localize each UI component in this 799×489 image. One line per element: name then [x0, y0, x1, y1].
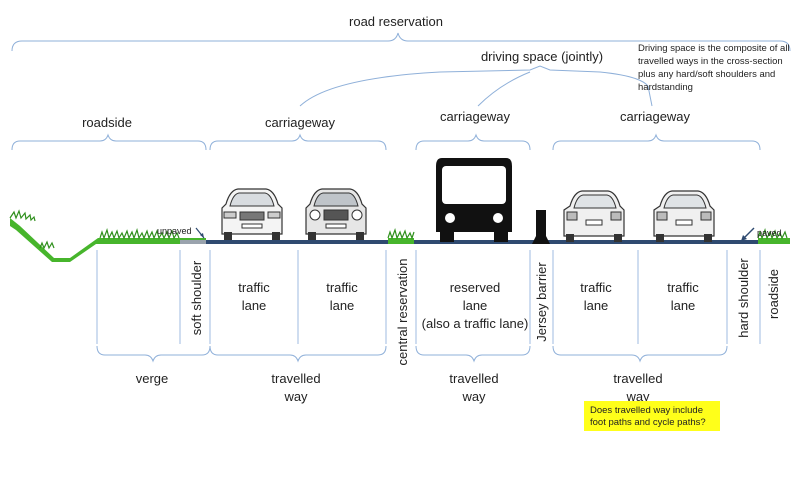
travelled-way-3-brace: [552, 345, 728, 363]
verge-label: verge: [136, 371, 169, 386]
car-front-icon: [221, 188, 283, 240]
driving-space-note-line: travelled ways in the cross-section: [638, 56, 783, 67]
arrow-paved-head: [741, 235, 747, 241]
road-surface-right: [414, 240, 758, 244]
travelled-way-label: way: [283, 389, 308, 404]
column-dividers: [96, 250, 761, 344]
travelled-way-label: travelled: [613, 371, 662, 386]
travelled-way-label: way: [461, 389, 486, 404]
roadside-right-label: roadside: [766, 269, 781, 319]
driving-space-label: driving space (jointly): [481, 49, 603, 64]
road-reservation-label: road reservation: [349, 14, 443, 29]
grass-left-icon: [9, 209, 206, 262]
road-surface-left: [206, 240, 388, 244]
car-front-icon: [305, 188, 367, 240]
soft-shoulder-surface: [180, 240, 210, 244]
travelled-way-label: way: [625, 389, 650, 404]
roadside-upper-label: roadside: [82, 115, 132, 130]
driving-space-connector-right: [647, 85, 653, 107]
traffic-lane-label: traffic: [238, 280, 270, 295]
soft-shoulder-label: soft shoulder: [189, 260, 204, 335]
traffic-lane-label: traffic: [326, 280, 358, 295]
road-reservation-brace: [11, 32, 791, 52]
question-note-line: foot paths and cycle paths?: [590, 417, 706, 428]
bus-front-icon: [436, 158, 512, 242]
carriageway-left-label: carriageway: [265, 115, 336, 130]
driving-space-note-line: plus any hard/soft shoulders and: [638, 69, 775, 80]
driving-space-note: Driving space is the composite of all tr…: [638, 43, 790, 93]
central-reservation-label: central reservation: [395, 259, 410, 366]
traffic-lane-label: traffic: [667, 280, 699, 295]
car-rear-icon: [653, 190, 715, 242]
question-note-line: Does travelled way include: [590, 405, 703, 416]
question-note: Does travelled way include foot paths an…: [584, 401, 720, 431]
arrow-unpaved-head: [200, 233, 204, 238]
traffic-lane-label: lane: [671, 298, 696, 313]
driving-space-note-line: hardstanding: [638, 82, 693, 93]
paved-label: paved: [757, 228, 782, 238]
travelled-way-1-brace: [209, 345, 387, 363]
jersey-barrier-icon: [532, 210, 550, 244]
car-rear-icon: [563, 190, 625, 242]
travelled-way-label: travelled: [271, 371, 320, 386]
travelled-way-label: travelled: [449, 371, 498, 386]
traffic-lane-label: lane: [584, 298, 609, 313]
traffic-lane-label: traffic: [580, 280, 612, 295]
carriageway-middle-brace: [415, 133, 531, 151]
reserved-lane-label: lane: [463, 298, 488, 313]
grass-central-icon: [387, 227, 415, 244]
travelled-way-2-brace: [415, 345, 531, 363]
reserved-lane-label: reserved: [450, 280, 501, 295]
carriageway-middle-label: carriageway: [440, 109, 511, 124]
driving-space-brace: [299, 65, 649, 107]
jersey-barrier-label: Jersey barrier: [534, 262, 549, 342]
traffic-lane-label: lane: [330, 298, 355, 313]
reserved-lane-label: (also a traffic lane): [422, 316, 529, 331]
carriageway-left-brace: [209, 133, 387, 151]
carriageway-right-label: carriageway: [620, 109, 691, 124]
verge-brace: [96, 345, 211, 363]
hard-shoulder-label: hard shoulder: [736, 258, 751, 338]
carriageway-right-brace: [552, 133, 761, 151]
unpaved-label: unpaved: [157, 226, 192, 236]
grass-right-icon: [757, 227, 790, 244]
question-note-background: [584, 401, 720, 431]
driving-space-connector-left: [477, 71, 531, 107]
roadside-upper-brace: [11, 133, 207, 151]
driving-space-note-line: Driving space is the composite of all: [638, 43, 790, 54]
traffic-lane-label: lane: [242, 298, 267, 313]
